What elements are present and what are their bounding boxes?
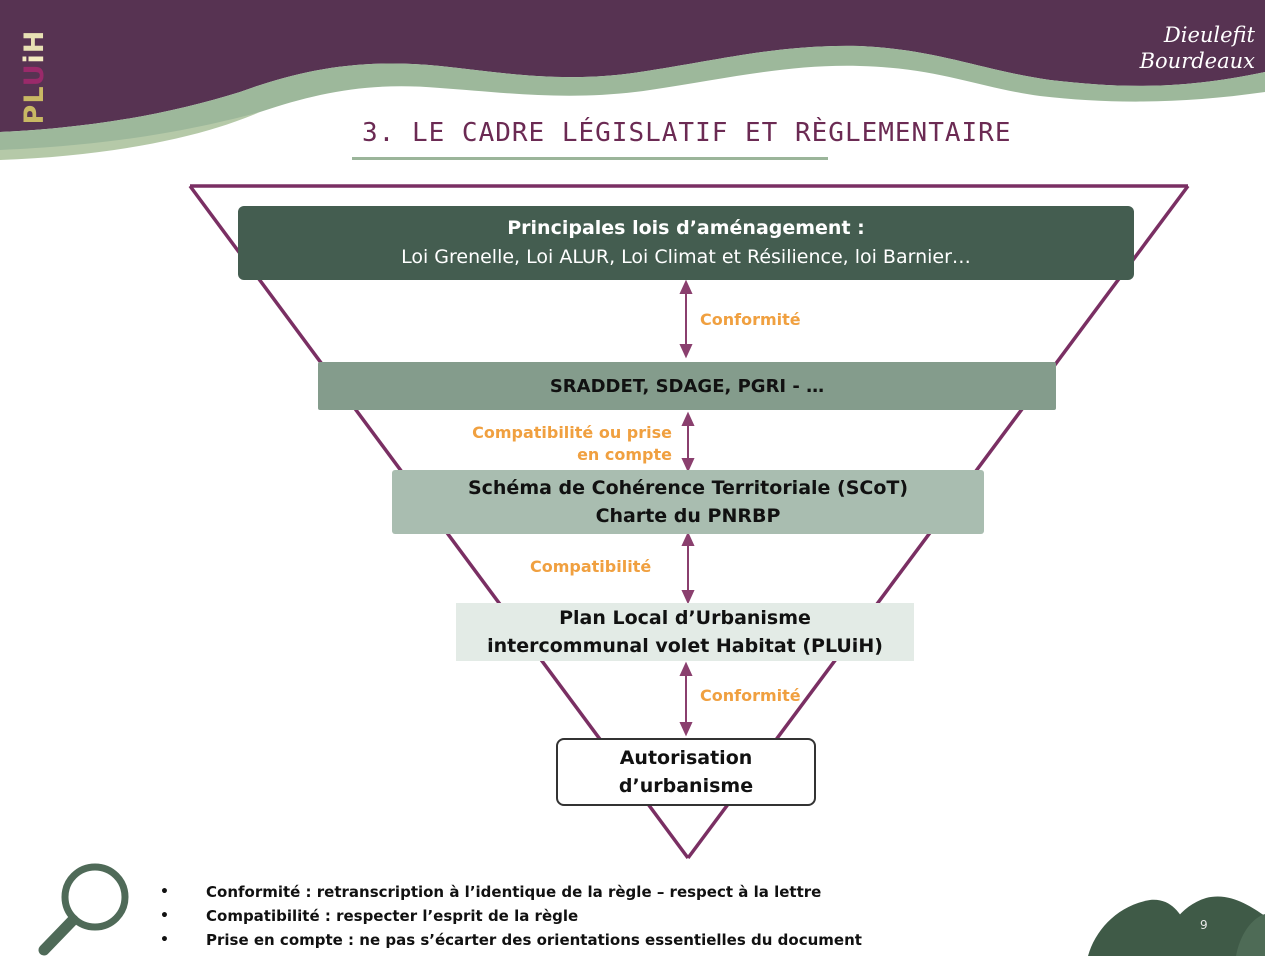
magnifier-icon	[38, 863, 129, 956]
definition-conformite: Conformité : retranscription à l’identiq…	[206, 883, 822, 901]
level-4-line-1: Plan Local d’Urbanisme	[559, 607, 811, 629]
header-background	[0, 0, 1265, 132]
level-4-line-2: intercommunal volet Habitat (PLUiH)	[487, 635, 883, 657]
level-1-detail: Loi Grenelle, Loi ALUR, Loi Climat et Ré…	[401, 246, 971, 268]
relation-label-compatibilite-prise-en-compte: Compatibilité ou prise en compte	[434, 422, 672, 466]
title-underline	[352, 157, 828, 160]
logo-line-2: Bourdeaux	[1139, 49, 1255, 73]
level-pluih: Plan Local d’Urbanisme intercommunal vol…	[456, 603, 914, 661]
bullet-icon: •	[160, 884, 169, 900]
page-number: 9	[1200, 918, 1208, 932]
header-green-accent	[0, 112, 260, 160]
level-5-line-1: Autorisation	[619, 747, 753, 769]
definition-compatibilite: Compatibilité : respecter l’esprit de la…	[206, 907, 579, 925]
level-sraddet: SRADDET, SDAGE, PGRI - …	[318, 362, 1056, 410]
definition-item: • Prise en compte : ne pas s’écarter des …	[160, 928, 862, 952]
level-5-line-2: d’urbanisme	[618, 775, 754, 797]
level-3-line-2: Charte du PNRBP	[595, 505, 781, 527]
level-autorisation: Autorisation d’urbanisme	[556, 738, 816, 806]
definitions-list: • Conformité : retranscription à l’identi…	[160, 880, 862, 952]
stone-decoration-icon	[1088, 896, 1265, 956]
definition-item: • Compatibilité : respecter l’esprit de l…	[160, 904, 862, 928]
relation-label-compatibilite: Compatibilité	[530, 557, 652, 576]
slide-title: 3. LE CADRE LÉGISLATIF ET RÈGLEMENTAIRE	[362, 118, 1012, 148]
relation-label-conformite-2: Conformité	[700, 686, 801, 705]
relation-arrows	[679, 279, 695, 737]
level-3-line-1: Schéma de Cohérence Territoriale (SCoT)	[467, 477, 909, 499]
logo-line-1: Dieulefit	[1163, 23, 1255, 47]
bullet-icon: •	[160, 908, 169, 924]
level-lois-amenagement: Principales lois d’aménagement : Loi Gre…	[238, 206, 1134, 280]
bullet-icon: •	[160, 932, 169, 948]
header-wave	[0, 45, 1265, 158]
relation-label-2-line-2: en compte	[577, 445, 672, 464]
level-1-title: Principales lois d’aménagement :	[507, 217, 865, 239]
header-banner	[0, 0, 1265, 160]
dieulefit-bourdeaux-logo: Dieulefit Bourdeaux	[1085, 22, 1255, 74]
definition-item: • Conformité : retranscription à l’identi…	[160, 880, 862, 904]
level-2-title: SRADDET, SDAGE, PGRI - …	[549, 375, 825, 397]
relation-label-conformite-1: Conformité	[700, 310, 801, 329]
definition-prise-en-compte: Prise en compte : ne pas s’écarter des o…	[206, 931, 862, 949]
relation-label-2-line-1: Compatibilité ou prise	[472, 423, 672, 442]
level-scot: Schéma de Cohérence Territoriale (SCoT) …	[392, 470, 984, 534]
